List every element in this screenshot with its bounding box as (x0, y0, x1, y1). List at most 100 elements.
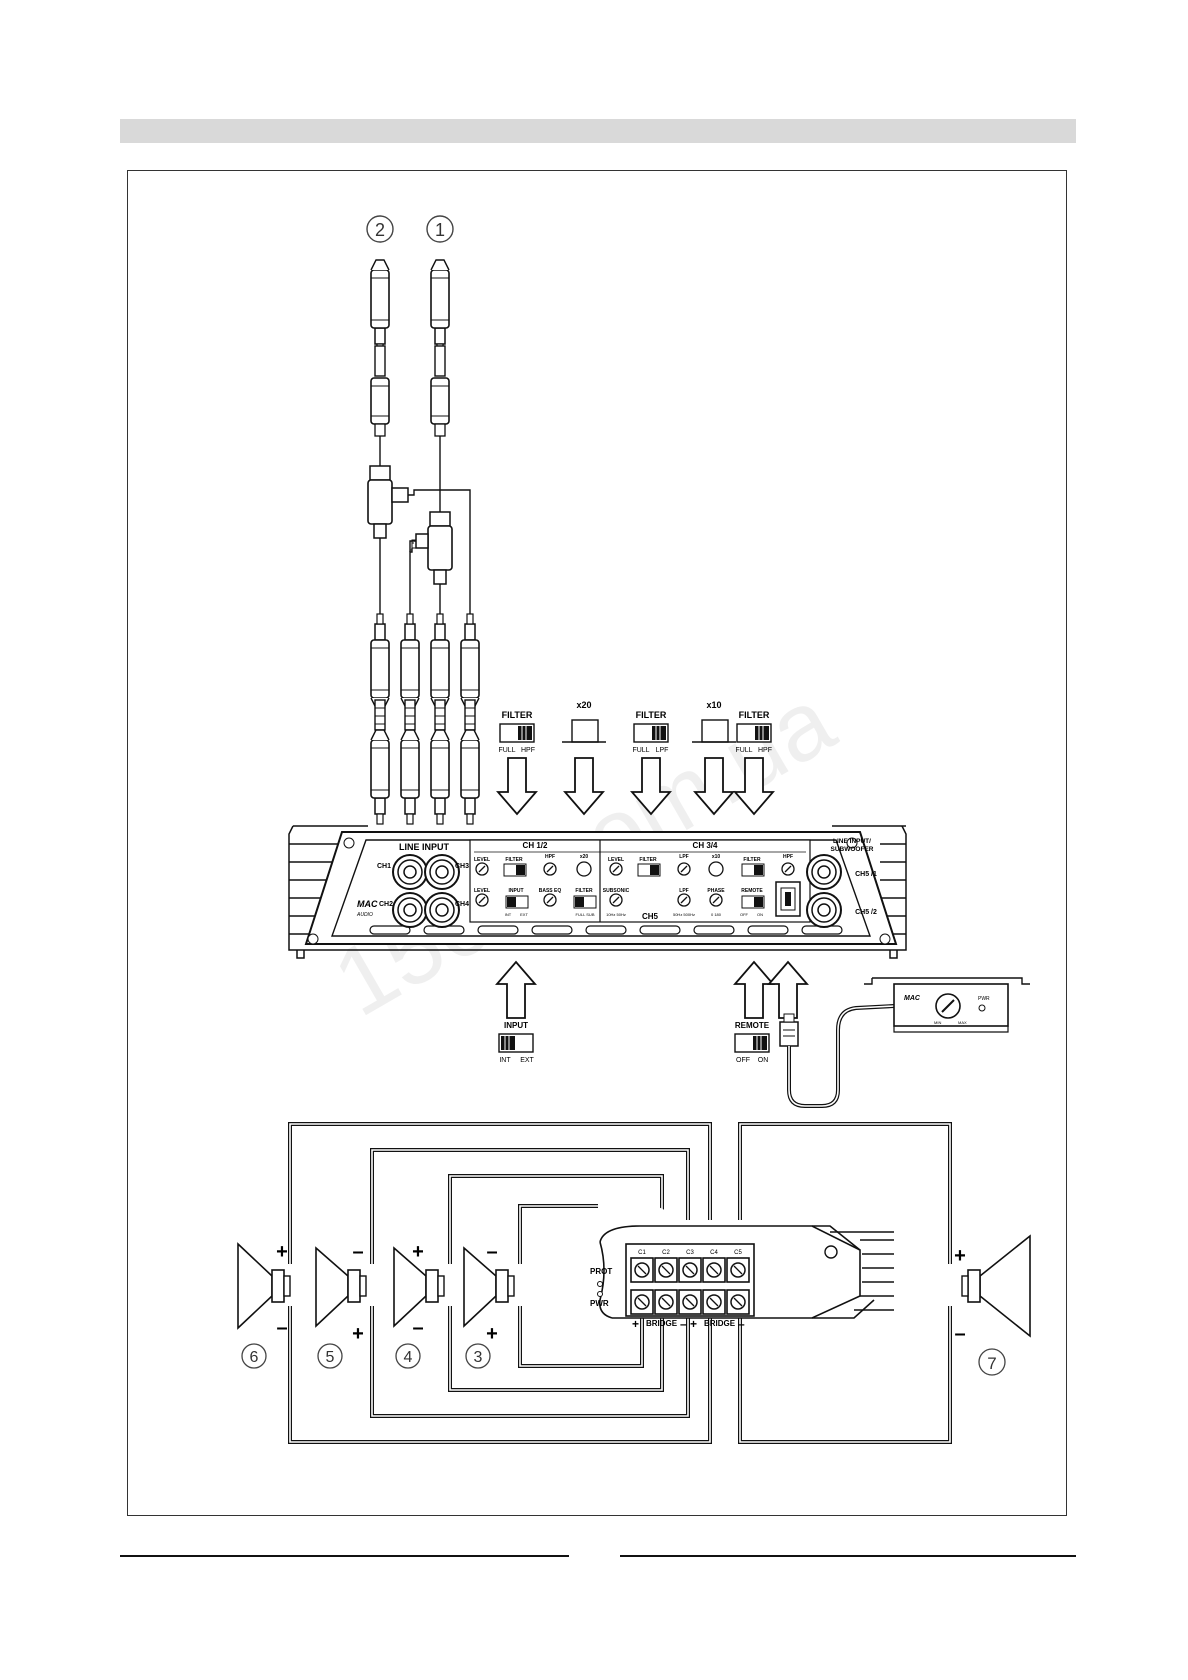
svg-text:HPF: HPF (783, 854, 793, 860)
svg-text:FILTER: FILTER (639, 857, 657, 863)
source-cable-2 (370, 259, 390, 437)
svg-text:PWR: PWR (590, 1299, 609, 1308)
callout-1: 1 (426, 215, 454, 243)
remote-switch: REMOTE OFF ON (734, 961, 774, 1064)
svg-text:6: 6 (250, 1349, 259, 1366)
svg-text:3: 3 (474, 1349, 483, 1366)
svg-text:0 180: 0 180 (711, 912, 722, 917)
svg-text:MAC: MAC (357, 899, 378, 909)
rca-cable-ch1 (400, 613, 420, 825)
footer-rule-left (120, 1555, 569, 1557)
callout-4: 4 (395, 1343, 421, 1369)
svg-text:4: 4 (404, 1349, 413, 1366)
svg-text:BASS EQ: BASS EQ (539, 888, 562, 894)
svg-text:HPF: HPF (545, 854, 555, 860)
svg-text:LPF: LPF (679, 888, 688, 894)
svg-text:LINE INPUT: LINE INPUT (399, 842, 450, 852)
rca-cable-ch4 (430, 613, 450, 825)
filter-switch-hpf-34: FILTER FULL HPF (734, 710, 774, 815)
svg-text:x10: x10 (706, 700, 721, 710)
speaker-4: + – (393, 1241, 445, 1339)
speaker-7: + – (954, 1234, 1031, 1345)
svg-text:LEVEL: LEVEL (608, 857, 624, 863)
svg-text:ON: ON (758, 1057, 769, 1064)
svg-text:–: – (276, 1317, 287, 1339)
svg-text:–: – (352, 1241, 363, 1263)
svg-text:10Hz 50Hz: 10Hz 50Hz (606, 912, 626, 917)
callout-6: 6 (241, 1343, 267, 1369)
svg-text:LPF: LPF (656, 747, 669, 754)
source-cable-1 (430, 259, 450, 437)
svg-text:1: 1 (435, 220, 445, 240)
svg-text:C3: C3 (686, 1250, 694, 1256)
svg-text:x10: x10 (712, 854, 721, 860)
svg-text:LEVEL: LEVEL (474, 888, 490, 894)
svg-text:MAX: MAX (958, 1020, 967, 1025)
filter-switch-lpf-34: FILTER FULL LPF (631, 710, 671, 815)
svg-text:–: – (738, 1317, 745, 1331)
amplifier-panel: MAC AUDIO LINE INPUT CH1 CH2 CH3 CH4 CH … (288, 825, 907, 959)
svg-text:FULL SUB: FULL SUB (576, 912, 595, 917)
svg-text:FULL: FULL (735, 747, 752, 754)
svg-text:x20: x20 (580, 854, 589, 860)
filter-switch-hpf-12: FILTER FULL HPF (497, 710, 537, 815)
diagram-frame (127, 170, 1067, 1516)
svg-text:CH4: CH4 (455, 901, 469, 908)
svg-text:5: 5 (326, 1349, 335, 1366)
speaker-6: + – (237, 1241, 291, 1339)
svg-text:+: + (690, 1317, 697, 1331)
y-splitter-2 (367, 436, 471, 624)
svg-text:+: + (954, 1245, 966, 1267)
svg-text:BRIDGE: BRIDGE (646, 1319, 678, 1328)
svg-text:PHASE: PHASE (707, 888, 725, 894)
svg-text:FILTER: FILTER (636, 710, 667, 720)
svg-text:C1: C1 (638, 1250, 646, 1256)
svg-text:MIN: MIN (934, 1020, 941, 1025)
svg-text:+: + (486, 1323, 498, 1345)
callout-5: 5 (317, 1343, 343, 1369)
svg-text:FILTER: FILTER (502, 710, 533, 720)
svg-text:–: – (680, 1317, 687, 1331)
svg-text:REMOTE: REMOTE (735, 1021, 770, 1030)
svg-text:x20: x20 (576, 700, 591, 710)
svg-text:C4: C4 (710, 1250, 718, 1256)
svg-text:C2: C2 (662, 1250, 670, 1256)
callout-2: 2 (366, 215, 394, 243)
svg-text:SUBWOOFER: SUBWOOFER (831, 846, 874, 853)
svg-text:PWR: PWR (978, 996, 990, 1002)
svg-text:+: + (412, 1241, 424, 1263)
svg-text:LPF: LPF (679, 854, 688, 860)
callout-3: 3 (465, 1343, 491, 1369)
svg-text:OFF: OFF (740, 912, 749, 917)
header-band (120, 119, 1076, 143)
amplifier-rear: PROT PWR C1 C2 C3 C4 C5 + BRIDGE – + BRI… (590, 1198, 894, 1331)
svg-text:CH1: CH1 (377, 863, 391, 870)
svg-text:AUDIO: AUDIO (356, 912, 373, 918)
svg-text:CH2: CH2 (379, 901, 393, 908)
svg-text:EXT: EXT (520, 912, 528, 917)
callout-7: 7 (978, 1348, 1006, 1376)
svg-text:CH 1/2: CH 1/2 (523, 841, 548, 850)
svg-text:INT: INT (499, 1057, 511, 1064)
y-splitter-1 (409, 436, 453, 624)
svg-text:HPF: HPF (521, 747, 535, 754)
svg-text:FULL: FULL (498, 747, 515, 754)
svg-text:+: + (632, 1317, 639, 1331)
svg-text:SUBSONIC: SUBSONIC (603, 888, 630, 894)
svg-text:7: 7 (987, 1354, 996, 1373)
svg-text:INPUT: INPUT (504, 1021, 528, 1030)
gain-switch-x20: x20 (562, 700, 606, 815)
gain-switch-x10: x10 (692, 700, 736, 815)
rca-cable-ch3 (460, 613, 480, 825)
svg-text:50Hz 500Hz: 50Hz 500Hz (673, 912, 695, 917)
svg-text:CH5 /2: CH5 /2 (855, 909, 877, 916)
svg-text:CH3: CH3 (455, 863, 469, 870)
svg-text:FULL: FULL (632, 747, 649, 754)
svg-text:CH5 /1: CH5 /1 (855, 871, 877, 878)
input-switch: INPUT INT EXT (496, 961, 536, 1064)
svg-text:+: + (352, 1323, 364, 1345)
svg-text:FILTER: FILTER (575, 888, 593, 894)
svg-text:INT: INT (505, 912, 512, 917)
